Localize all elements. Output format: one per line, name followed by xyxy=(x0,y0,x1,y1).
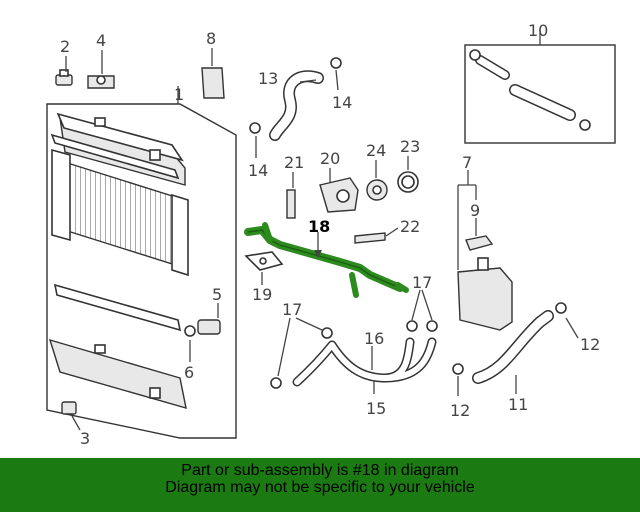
radiator-assembly xyxy=(46,103,237,439)
drain-plug xyxy=(61,401,77,415)
coolant-reservoir xyxy=(457,257,513,331)
callout-24: 24 xyxy=(366,141,386,160)
callout-6: 6 xyxy=(184,363,194,382)
banner-line-part: Part or sub-assembly is #18 in diagram xyxy=(181,462,459,479)
callout-22: 22 xyxy=(400,217,420,236)
callout-17-right: 17 xyxy=(412,273,432,292)
callout-23: 23 xyxy=(400,137,420,156)
drain-cock xyxy=(184,319,221,337)
water-bypass-pipe-18 xyxy=(244,222,409,298)
banner-line-disclaimer: Diagram may not be specific to your vehi… xyxy=(165,479,475,496)
callout-10: 10 xyxy=(528,21,548,40)
callout-3: 3 xyxy=(80,429,90,448)
stud-bolt xyxy=(286,189,296,219)
callout-1: 1 xyxy=(174,85,184,104)
callout-17-left: 17 xyxy=(282,300,302,319)
callout-7: 7 xyxy=(462,153,472,172)
reservoir-hose xyxy=(452,302,567,384)
callout-12-bottom: 12 xyxy=(450,401,470,420)
thermostat xyxy=(366,179,388,201)
callout-16: 16 xyxy=(364,329,384,348)
bracket xyxy=(201,67,225,99)
callout-4: 4 xyxy=(96,31,106,50)
parts-diagram: 1 2 3 4 5 6 7 8 9 10 11 12 12 13 14 14 1… xyxy=(46,21,616,448)
radiator-cap xyxy=(55,69,73,86)
support-cushion xyxy=(87,75,115,89)
stud xyxy=(354,232,386,244)
callout-11: 11 xyxy=(508,395,528,414)
callout-12-right: 12 xyxy=(580,335,600,354)
callout-13: 13 xyxy=(258,69,278,88)
callout-9: 9 xyxy=(470,201,480,220)
reservoir-cap xyxy=(465,235,494,251)
callout-20: 20 xyxy=(320,149,340,168)
upper-radiator-hose xyxy=(249,57,342,141)
callout-14-left: 14 xyxy=(248,161,268,180)
gasket-19 xyxy=(244,251,284,271)
callout-labels: 1 2 3 4 5 6 7 8 9 10 11 12 12 13 14 14 1… xyxy=(60,21,600,448)
callout-18: 18 xyxy=(308,217,330,236)
callout-2: 2 xyxy=(60,37,70,56)
callout-19: 19 xyxy=(252,285,272,304)
leader-lines xyxy=(65,30,579,431)
water-inlet xyxy=(319,177,359,213)
callout-21: 21 xyxy=(284,153,304,172)
info-banner: Part or sub-assembly is #18 in diagram D… xyxy=(0,458,640,512)
callout-15: 15 xyxy=(366,399,386,418)
callout-8: 8 xyxy=(206,29,216,48)
thermostat-gasket xyxy=(397,171,419,193)
bypass-hose xyxy=(270,320,438,389)
hose-kit-box xyxy=(464,44,616,144)
callout-5: 5 xyxy=(212,285,222,304)
callout-14-top: 14 xyxy=(332,93,352,112)
